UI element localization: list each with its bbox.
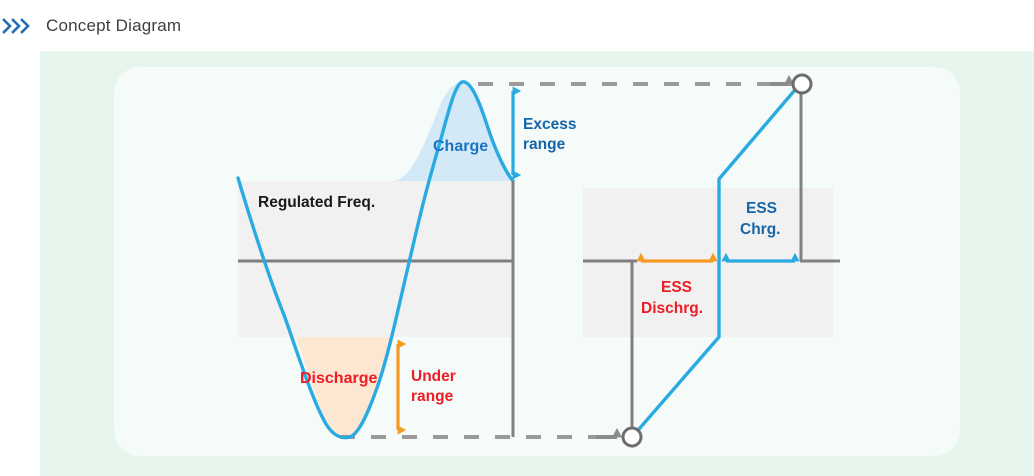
double-chevron-right-icon — [2, 17, 30, 34]
diagram-inner-panel — [114, 67, 960, 456]
page-title: Concept Diagram — [46, 15, 182, 35]
page-header: Concept Diagram — [0, 0, 1034, 51]
